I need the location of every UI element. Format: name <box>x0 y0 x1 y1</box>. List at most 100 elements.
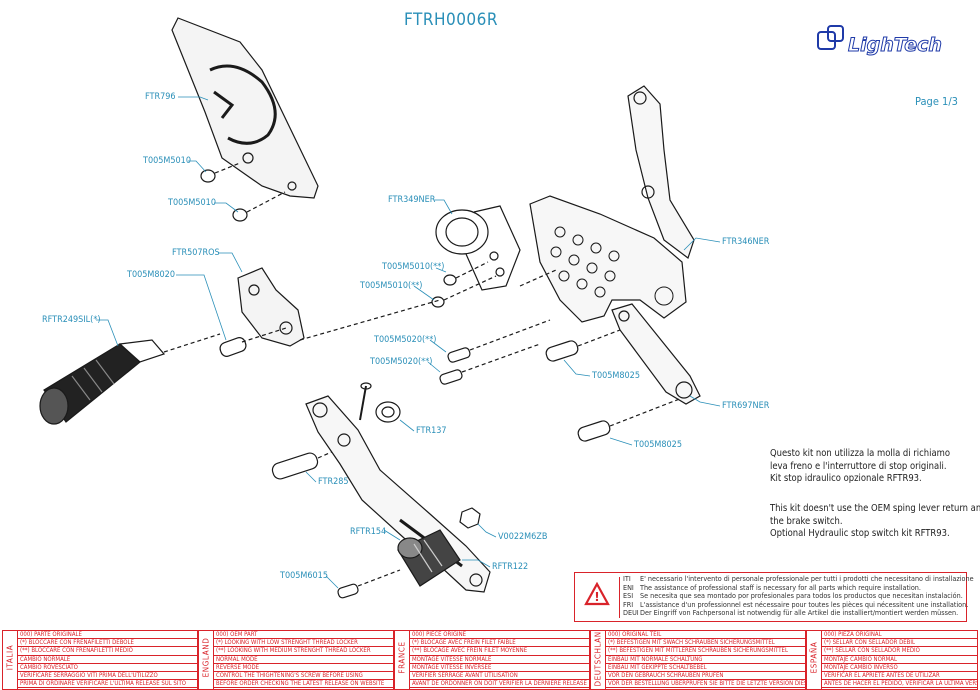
part-label-rftr154: RFTR154 <box>350 527 387 537</box>
legend-row: MONTAGE VITESSE NORMALE <box>410 656 589 664</box>
lever-rftr154 <box>305 395 491 593</box>
part-label-ftr346ner: FTR346NER <box>722 237 770 247</box>
part-label-t005m5010-d: T005M5010(**) <box>360 281 423 291</box>
legend-row: VERIFICAR EL APRIETE ANTES DE UTILIZAR <box>822 672 977 681</box>
part-label-v0022m6zb: V0022M6ZB <box>498 532 548 542</box>
legend-row: 000) ORIGINAL TEIL <box>606 631 805 640</box>
part-label-ftr349ner: FTR349NER <box>388 195 436 205</box>
note-line: This kit doesn't use the OEM sping lever… <box>770 503 980 514</box>
lang-code: FRI <box>623 599 634 609</box>
legend-row: AVANT DE ORDONNER ON DOIT VERIFIER LA DE… <box>410 680 589 689</box>
bushing-ftr137 <box>375 401 401 423</box>
legend-france: FRANCE 000) PIECE ORIGINE (*) BLOCAGE AV… <box>394 630 590 690</box>
svg-text:!: ! <box>594 590 599 604</box>
footpeg-rftr249sil <box>39 333 221 425</box>
legend-country: DEUTSCHLAND <box>593 630 603 687</box>
legend-row: EINBAU MIT GEKIPPTE SCHALTBEBEL <box>606 664 805 672</box>
screw-t005m5020-a <box>447 319 551 363</box>
part-label-t005m5020-a: T005M5020(**) <box>374 335 437 345</box>
warning-line: Der Eingriff von Fachpersonal ist notwen… <box>640 608 959 618</box>
legend-row: NORMAL MODE <box>214 656 393 664</box>
warning-icon: ! <box>584 582 610 606</box>
legend-row: CAMBIO ROVESCIATO <box>18 664 197 672</box>
legend-row: ANTES DE HACER EL PEDIDO, VERIFICAR LA U… <box>822 680 977 689</box>
legend-row: EINBAU MIT NORMALE SCHALTUNG <box>606 656 805 664</box>
footpeg-bracket <box>237 267 305 347</box>
screw-t005m8025-b <box>577 397 683 442</box>
part-label-ftr137: FTR137 <box>416 426 447 436</box>
legend-row: (*) SELLAR CON SELLADOR DEBIL <box>822 639 977 648</box>
legend-row: REVERSE MODE <box>214 664 393 672</box>
screw-t005m8025-a <box>545 329 621 362</box>
part-label-t005m5010-b: T005M5010 <box>168 198 216 208</box>
lightech-logo: LighTech <box>817 25 942 57</box>
legend-row: (**) BEFESTIGEN MIT MITTLEREN SCHRAUBEN … <box>606 647 805 656</box>
screw-t005m6015 <box>337 569 401 599</box>
part-label-t005m5010-c: T005M5010(**) <box>382 262 445 272</box>
note-english: This kit doesn't use the OEM sping lever… <box>770 503 980 541</box>
legend-row: 000) PARTE ORIGINALE <box>18 631 197 640</box>
screw-t005m5010-d <box>431 275 497 308</box>
peg-rftr122 <box>397 529 461 587</box>
warning-line: The assistance of professional staff is … <box>640 582 921 592</box>
main-plate-ftr346ner <box>529 195 687 323</box>
heel-guard-plate <box>171 17 319 199</box>
screw-t005m5010-c <box>443 261 489 286</box>
page-number: Page 1/3 <box>915 95 958 108</box>
screw-t005m5010-a <box>200 162 241 183</box>
part-label-ftr285: FTR285 <box>318 477 349 487</box>
legend-row: VOR DEN GEBRAUCH SCHRAUBEN PRUFEN <box>606 672 805 681</box>
legend-row: (*) BLOCAGE AVEC FREIN FILET FAIBLE <box>410 639 589 648</box>
legend-row: MONTAJE CAMBIO INVERSO <box>822 664 977 672</box>
legend-row: VERIFICARE SERRAGGIO VITI PRIMA DELL'UTI… <box>18 672 197 681</box>
part-label-t005m8025-a: T005M8025 <box>592 371 640 381</box>
part-label-t005m8025-b: T005M8025 <box>634 440 682 450</box>
warning-text: E' necessario l'intervento di personale … <box>640 574 974 618</box>
legend-row: (*) BEFESTIGEN MIT SWACH SCHRAUBEN SICHE… <box>606 639 805 648</box>
part-label-t005m5020-b: T005M5020(**) <box>370 357 433 367</box>
legend-row: MONTAJE CAMBIO NORMAL <box>822 656 977 664</box>
legend-row: BEFORE ORDER CHECKING THE LATEST RELEASE… <box>214 680 393 689</box>
legend-espana: ESPAÑA 000) PIEZA ORIGINAL (*) SELLAR CO… <box>806 630 978 690</box>
legend-row: (**) SELLAR CON SELLADOR MEDIO <box>822 647 977 656</box>
legend-country: ENGLAND <box>201 637 211 678</box>
part-label-ftr697ner: FTR697NER <box>722 401 770 411</box>
note-line: Optional Hydraulic stop switch kit RFTR9… <box>770 528 950 539</box>
spacer-ftr349ner <box>435 205 521 291</box>
legend-row: CONTROL THE THIGHTENING'S SCREW BEFORE U… <box>214 672 393 681</box>
note-line: leva freno e l'interruttore di stop orig… <box>770 460 947 472</box>
legend-country: FRANCE <box>397 641 407 674</box>
legend-italia: ITALIA 000) PARTE ORIGINALE (*) BLOCCARE… <box>2 630 198 690</box>
parts-drawing <box>39 17 721 599</box>
part-label-ftr507ros: FTR507ROS <box>172 248 220 258</box>
legend-deutschland: DEUTSCHLAND 000) ORIGINAL TEIL (*) BEFES… <box>590 630 806 690</box>
note-line: the brake switch. <box>770 515 843 527</box>
legend-country: ITALIA <box>5 644 15 671</box>
warning-language-codes: ITI ENI ESI FRI DEUI <box>623 574 639 618</box>
lang-code: DEUI <box>623 608 639 618</box>
part-label-t005m6015: T005M6015 <box>280 571 328 581</box>
warning-divider <box>619 577 620 618</box>
legend-row: PRIMA DI ORDINARE VERIFICARE L'ULTIMA RE… <box>18 680 197 689</box>
part-label-rftr122: RFTR122 <box>492 562 529 572</box>
nut-v0022m6zb <box>459 507 481 529</box>
legend-england: ENGLAND 000) OEM PART (*) LOOKING WITH L… <box>198 630 394 690</box>
legend-row: (*) BLOCCARE CON FRENAFILETTI DEBOLE <box>18 639 197 648</box>
legend-row: MONTAGE VITESSE INVERSEE <box>410 664 589 672</box>
legend-row: 000) OEM PART <box>214 631 393 640</box>
note-line: Kit stop idraulico opzionale RFTR93. <box>770 473 922 484</box>
installation-warning-box: ! ITI ENI ESI FRI DEUI E' necessario l'i… <box>574 572 974 622</box>
kit-code-title: FTRH0006R <box>404 10 499 30</box>
legend-row: CAMBIO NORMALE <box>18 656 197 664</box>
screw-t005m5020-b <box>439 343 541 385</box>
legend-row: VOR DER BESTELLUNG ÜBERPRÜFEN SIE BITTE … <box>606 680 805 689</box>
svg-text:LighTech: LighTech <box>848 34 942 56</box>
part-label-t005m8020: T005M8020 <box>127 270 175 280</box>
screw-t005m8020 <box>219 327 287 357</box>
legend-row: (*) LOOKING WITH LOW STRENGHT THREAD LOC… <box>214 639 393 648</box>
warning-line: E' necessario l'intervento di personale … <box>640 574 974 583</box>
legend-row: VERIFIER SERRAGE AVANT UTILISATION <box>410 672 589 681</box>
legend-row: 000) PIECE ORIGINE <box>410 631 589 640</box>
lang-code: ITI <box>623 574 631 583</box>
legend-row: 000) PIEZA ORIGINAL <box>822 631 977 640</box>
